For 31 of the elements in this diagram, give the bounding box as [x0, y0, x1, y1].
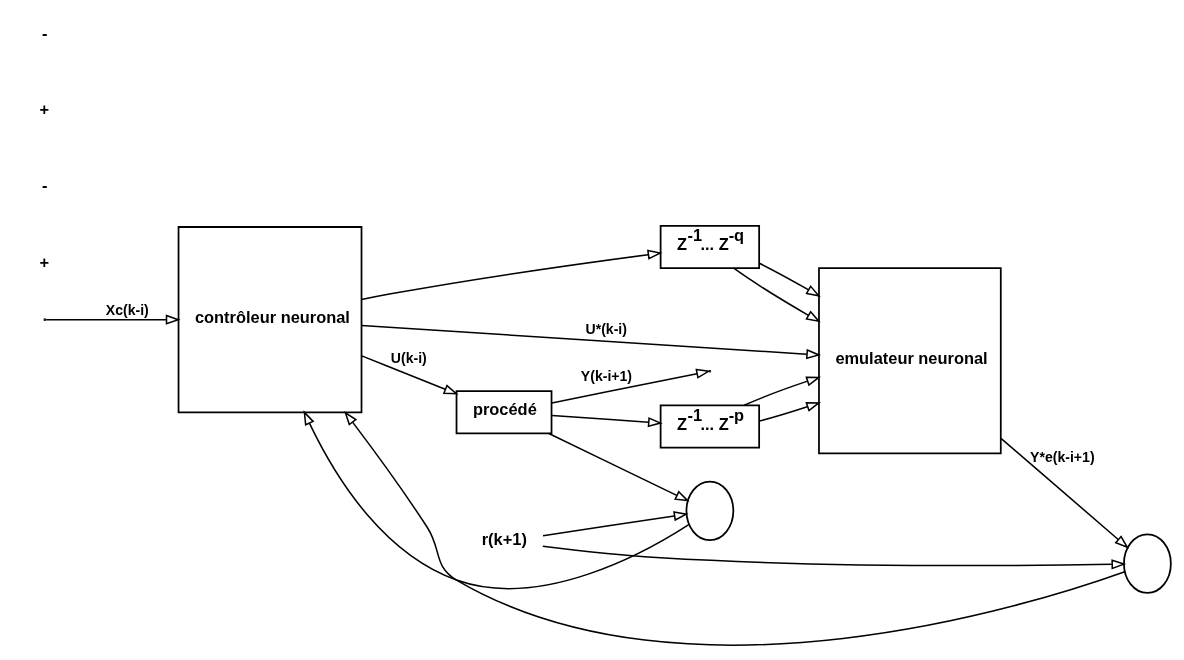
arrow — [758, 401, 821, 422]
arrow — [732, 267, 821, 323]
edge-label: U*(k-i) — [585, 321, 627, 338]
node-circle — [685, 480, 735, 542]
arrow — [1000, 437, 1130, 549]
node-text: r(k+1) — [481, 529, 527, 548]
node-box: procédé — [455, 390, 553, 435]
arrow — [758, 262, 821, 297]
arrow — [45, 314, 181, 325]
arrow — [551, 368, 711, 404]
edge-label: U(k-i) — [390, 349, 427, 366]
arrow — [344, 410, 1126, 646]
label: + — [39, 252, 50, 271]
arrow — [743, 376, 821, 406]
label: - — [41, 176, 48, 195]
arrow — [548, 432, 690, 502]
node-box: emulateur neuronal — [818, 267, 1002, 455]
edge-label: Y*e(k-i+1) — [1030, 449, 1095, 466]
arrow — [303, 410, 690, 590]
node-box: contrôleur neuronal — [177, 226, 363, 414]
edge-label: Xc(k-i) — [105, 301, 149, 318]
label: + — [39, 100, 50, 119]
node-circle — [1123, 533, 1172, 594]
arrow — [360, 324, 822, 360]
edge-label: Y(k-i+1) — [580, 368, 633, 385]
arrow — [542, 510, 689, 537]
arrow — [361, 355, 459, 395]
arrow — [551, 414, 663, 428]
label: - — [41, 23, 48, 42]
arrow — [360, 249, 663, 301]
arrow — [542, 545, 1127, 570]
